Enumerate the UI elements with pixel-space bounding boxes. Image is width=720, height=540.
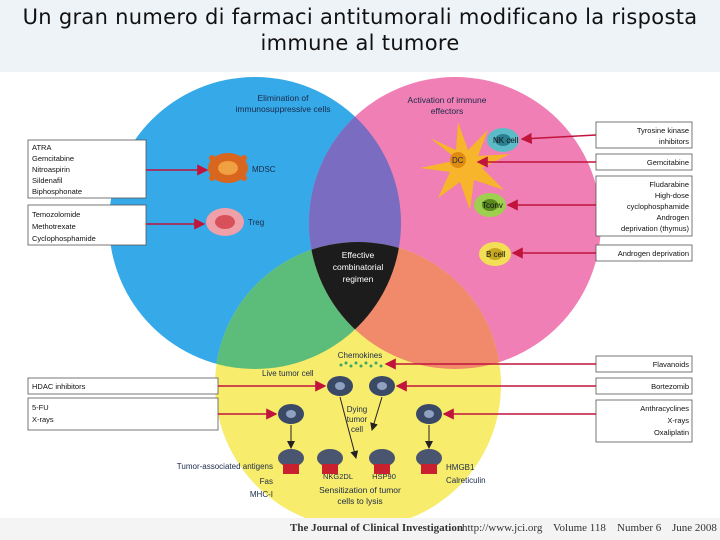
right-box-1-line-2: inhibitors [659,137,689,146]
treg-cell-icon [206,208,244,236]
right-box-1-line-1: Tyrosine kinase [637,126,689,135]
dying-tumor-cell-label-line-3: cell [351,425,363,434]
venn-overlap-blue-yellow [215,242,401,369]
tconv-label: Tconv [482,201,503,210]
right-box-2-line-1: Gemcitabine [647,158,689,167]
dc-cell-icon [420,122,510,210]
chemokines-label: Chemokines [338,351,382,360]
left-box-2-line-3: Cyclophosphamide [32,234,96,243]
footer-journal-name: The Journal of Clinical Investigation [290,522,463,534]
right-box-2: Gemcitabine [595,153,693,171]
right-box-5: Flavanoids [595,355,693,373]
nk-cell-label: NK cell [493,136,519,145]
footer-volume: Volume 118 [553,522,606,534]
sensitization-label-line-1: Sensitization of tumor [319,485,401,495]
chemokine-dots [339,361,383,368]
right-box-7: Anthracyclines X-rays Oxaliplatin [595,399,693,443]
center-label-line-3: regimen [343,274,374,284]
slide-title: Un gran numero di farmaci antitumorali m… [0,4,720,56]
pink-circle-label-line-1: Activation of immune [408,95,487,105]
footer-date: June 2008 [672,522,717,534]
center-label-line-1: Effective [342,250,375,260]
b-cell-label: B cell [486,250,506,259]
right-box-3-line-1: Fludarabine [649,180,689,189]
dying-tumor-cell-label-line-2: tumor [347,415,368,424]
left-box-1-line-4: Sildenafil [32,176,63,185]
live-tumor-cells [278,376,442,424]
left-box-4-line-2: X-rays [32,415,54,424]
live-to-dying-arrow-left [339,396,359,459]
nk-cell-icon [487,128,519,152]
center-label-line-2: combinatorial [333,262,384,272]
live-tumor-cell-label: Live tumor cell [262,369,314,378]
right-box-4: Androgen deprivation [595,244,693,262]
left-box-2: Temozolomide Methotrexate Cyclophosphami… [27,204,147,246]
right-box-3: Fludarabine High-dose cyclophosphamide A… [595,175,693,237]
fas-label: Fas [260,477,273,486]
left-box-3-line-1: HDAC inhibitors [32,382,86,391]
blue-circle-label-line-2: immunosuppressive cells [236,104,331,114]
right-box-3-line-2: High-dose [655,191,689,200]
live-to-dying-arrow-right [370,396,383,431]
mhc-label: MHC-I [250,490,273,499]
left-box-3: HDAC inhibitors [27,377,219,395]
left-box-4-line-1: 5-FU [32,403,49,412]
dying-tumor-cells [278,449,442,474]
sensitization-label-line-2: cells to lysis [337,496,382,506]
left-box-1-line-5: Biphosphonate [32,187,82,196]
right-box-1: Tyrosine kinase inhibitors [595,121,693,149]
footer-number: Number 6 [617,522,662,534]
combination-therapy-venn-diagram: Elimination of immunosuppressive cells A… [27,77,693,518]
hsp90-label: HSP90 [372,472,396,481]
calreticulin-label: Calreticulin [446,476,486,485]
venn-overlap-pink-yellow [309,242,501,369]
tconv-cell-icon [474,193,506,217]
left-box-4: 5-FU X-rays [27,397,219,431]
right-box-3-line-5: deprivation (thymus) [621,224,689,233]
left-box-2-line-1: Temozolomide [32,210,80,219]
right-box-4-line-1: Androgen deprivation [618,249,689,258]
hmgb1-label: HMGB1 [446,463,475,472]
right-box-7-line-2: X-rays [667,416,689,425]
right-box-7-line-3: Oxaliplatin [654,428,689,437]
treg-label: Treg [248,218,264,227]
left-box-1: ATRA Gemcitabine Nitroaspirin Sildenafil… [27,139,147,199]
right-box-3-line-3: cyclophosphamide [627,202,689,211]
blue-circle-label-line-1: Elimination of [257,93,309,103]
left-box-1-line-1: ATRA [32,143,51,152]
left-box-1-line-2: Gemcitabine [32,154,74,163]
tumor-associated-antigens-label: Tumor-associated antigens [177,462,273,471]
b-cell-icon [479,242,511,266]
right-box-5-line-1: Flavanoids [653,360,690,369]
left-box-1-line-3: Nitroaspirin [32,165,70,174]
right-box-6-line-1: Bortezomib [651,382,689,391]
dc-label: DC [452,156,464,165]
slide-title-line-1: Un gran numero di farmaci antitumorali m… [22,5,698,29]
title-band [0,0,720,72]
footer-url: http://www.jci.org [462,522,543,534]
pink-circle-label-line-2: effectors [431,106,463,116]
dying-tumor-cell-label-line-1: Dying [347,405,367,414]
right-box-7-line-1: Anthracyclines [640,404,689,413]
left-box-2-line-2: Methotrexate [32,222,76,231]
mdsc-cell-icon [208,153,248,183]
slide-title-line-2: immune al tumore [260,31,460,55]
right-box-6: Bortezomib [595,377,693,395]
right-box-3-line-4: Androgen [656,213,689,222]
right-box-1-arrow [520,132,597,145]
nkg2dl-label: NKG2DL [323,472,353,481]
mdsc-label: MDSC [252,165,276,174]
journal-footer: The Journal of Clinical Investigation ht… [0,518,720,540]
